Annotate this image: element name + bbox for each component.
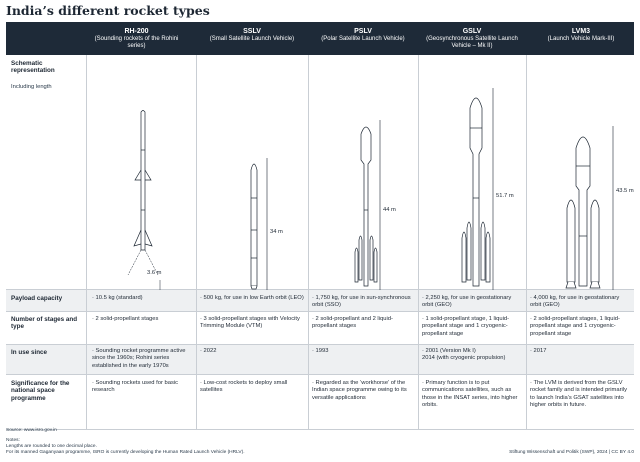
note-1: Lengths are rounded to one decimal place… [6,444,97,449]
row-label-significance: Significance for the national space prog… [11,380,70,402]
row-label-inuse: In use since [11,349,48,356]
inuse-sslv: · 2022 [200,348,217,354]
inuse-pslv: · 1993 [312,348,329,354]
gslv-length-line [492,88,494,290]
lvm3-rocket-icon [565,136,601,289]
page-title: India’s different rocket types [6,3,210,18]
rh200-length: 3.6 m [147,270,162,276]
inuse-rh200: · Sounding rocket programme active since… [92,348,186,369]
header-gslv: GSLV(Geosynchronous Satellite Launch Veh… [426,28,518,50]
payload-lvm3: · 4,000 kg, for use in geostationary orb… [530,295,620,309]
divider [6,374,634,375]
rocket-table: RH-200(Sounding rockets of the Rohini se… [6,22,634,430]
row-label-stages: Number of stages and type [11,316,78,331]
sslv-rocket-icon [250,163,258,290]
stages-gslv: · 1 solid-propellant stage, 1 liquid-pro… [422,316,510,337]
divider [6,429,634,430]
note-2: For its manned Gaganyaan programme, ISRO… [6,450,245,455]
payload-pslv: · 1,750 kg, for use in sun-synchronous o… [312,295,411,309]
row-label-payload: Payload capacity [11,295,63,302]
row-sublabel-length: Including length [11,84,52,90]
header-lvm3: LVM3(Launch Vehicle Mark-III) [547,28,615,43]
gslv-rocket-icon [461,97,491,287]
payload-rh200: · 10.5 kg (standard) [92,295,143,301]
sslv-length-line [266,158,268,290]
inuse-gslv: · 2001 (Version Mk I) 2014 (with cryogen… [422,348,506,362]
pslv-rocket-icon [354,126,378,287]
significance-sslv: · Low-cost rockets to deploy small satel… [200,380,288,394]
header-sslv: SSLV(Small Satellite Launch Vehicle) [209,28,295,43]
credit: Stiftung Wissenschaft und Politik (SWP),… [509,450,634,455]
divider [6,311,634,312]
significance-pslv: · Regarded as the ‘workhorse’ of the Ind… [312,380,407,401]
stages-sslv: · 3 solid-propellant stages with Velocit… [200,316,300,330]
header-rh200: RH-200(Sounding rockets of the Rohini se… [94,28,179,50]
notes-title: Notes: [6,438,20,443]
significance-lvm3: · The LVM is derived from the GSLV rocke… [530,380,627,408]
stages-pslv: · 2 solid-propellant and 2 liquid-propel… [312,316,393,330]
pslv-length-line [379,120,381,290]
divider [6,289,634,290]
pslv-length: 44 m [383,207,396,213]
row-shade-inuse [6,344,634,374]
stages-rh200: · 2 solid-propellant stages [92,316,159,322]
row-shade-payload [6,289,634,311]
rh200-rocket-icon [127,110,161,290]
column-divider [526,55,527,430]
lvm3-length-line [612,126,614,290]
source: Source: www.isro.gov.in [6,428,57,433]
stages-lvm3: · 2 solid-propellant stages, 1 liquid-pr… [530,316,620,337]
column-divider [196,55,197,430]
column-divider [86,55,87,430]
inuse-lvm3: · 2017 [530,348,547,354]
significance-rh200: · Sounding rockets used for basic resear… [92,380,179,394]
header-pslv: PSLV(Polar Satellite Launch Vehicle) [321,28,405,43]
table-header [6,22,634,55]
lvm3-length: 43.5 m [616,188,634,194]
column-divider [308,55,309,430]
gslv-length: 51.7 m [496,193,514,199]
row-label-schematic: Schematic representation [11,60,55,75]
divider [6,344,634,345]
payload-sslv: · 500 kg, for use in low Earth orbit (LE… [200,295,304,301]
payload-gslv: · 2,250 kg, for use in geostationary orb… [422,295,512,309]
column-divider [418,55,419,430]
significance-gslv: · Primary function is to put communicati… [422,380,518,408]
sslv-length: 34 m [270,229,283,235]
